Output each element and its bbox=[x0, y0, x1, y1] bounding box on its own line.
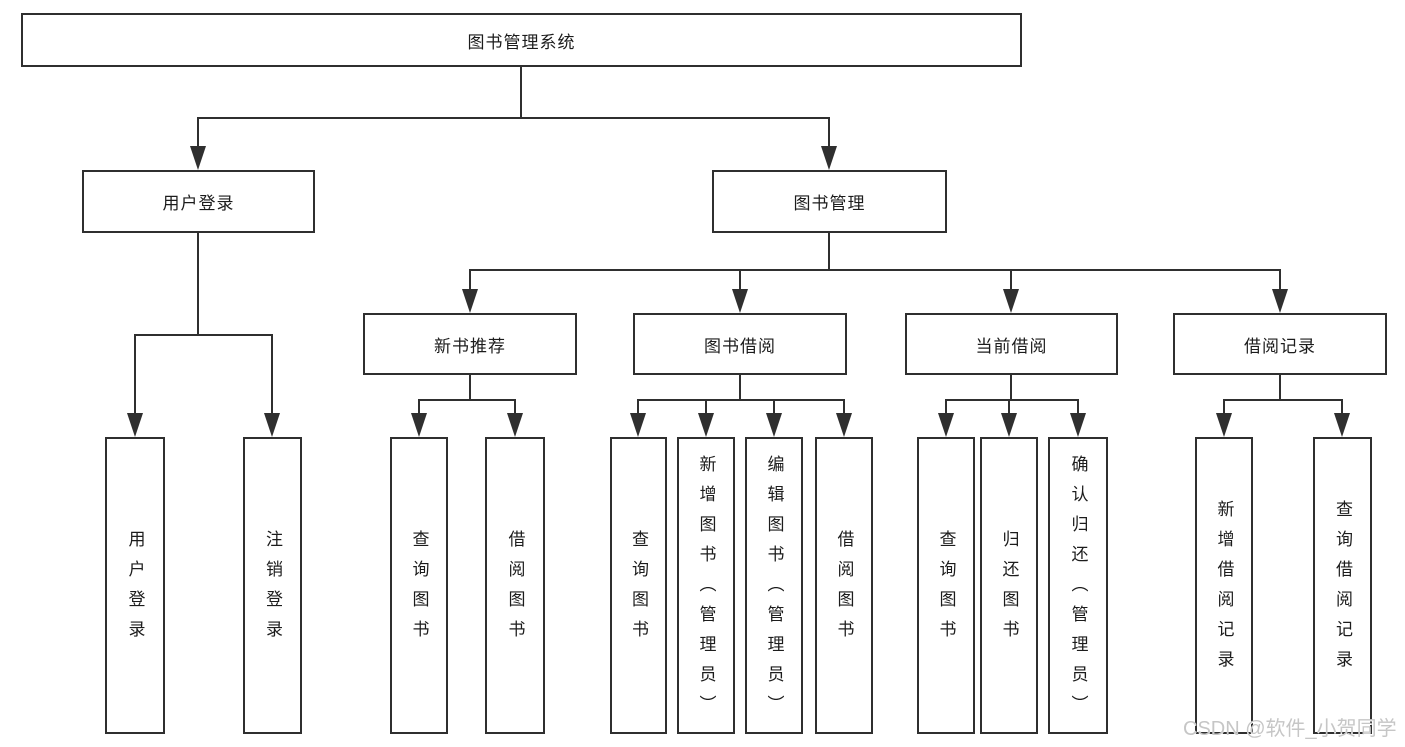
connector-current-borrow-bar bbox=[945, 399, 1079, 401]
connector-stem-leaf bbox=[134, 335, 136, 431]
leaf-edit-books-admin-box: 编辑图书（管理员） bbox=[745, 437, 803, 734]
connector-arrowhead bbox=[821, 146, 837, 170]
connector-new-book-bar bbox=[418, 399, 516, 401]
node-book-borrow-label: 图书借阅 bbox=[704, 336, 776, 356]
connector-new-book-stem bbox=[469, 375, 471, 400]
node-book-management-box: 图书管理 bbox=[712, 170, 947, 233]
node-borrow-records-box: 借阅记录 bbox=[1173, 313, 1387, 375]
connector-arrowhead bbox=[698, 413, 714, 437]
connector-current-borrow-stem bbox=[1010, 375, 1012, 400]
connector-arrowhead bbox=[190, 146, 206, 170]
leaf-query-borrow-record-box: 查询借阅记录 bbox=[1313, 437, 1372, 734]
leaf-user-login-box: 用户登录 bbox=[105, 437, 165, 734]
connector-stem-user-login bbox=[197, 118, 199, 164]
leaf-user-login-label: 用户登录 bbox=[125, 529, 145, 650]
leaf-borrow-books-1-label: 借阅图书 bbox=[505, 529, 525, 650]
connector-book-borrow-bar bbox=[637, 399, 845, 401]
connector-arrowhead bbox=[1216, 413, 1232, 437]
node-current-borrow-label: 当前借阅 bbox=[975, 336, 1048, 356]
leaf-query-borrow-record-label: 查询借阅记录 bbox=[1333, 499, 1352, 680]
connector-book-management-bar bbox=[469, 269, 1281, 271]
connector-book-management-stem bbox=[828, 233, 830, 270]
node-current-borrow-box: 当前借阅 bbox=[905, 313, 1118, 375]
connector-arrowhead bbox=[938, 413, 954, 437]
node-user-login-label: 用户登录 bbox=[162, 194, 235, 213]
connector-arrowhead bbox=[1003, 289, 1019, 313]
leaf-add-books-admin-box: 新增图书（管理员） bbox=[677, 437, 735, 734]
connector-arrowhead bbox=[127, 413, 143, 437]
connector-stem-book-management bbox=[828, 118, 830, 164]
connector-arrowhead bbox=[1272, 289, 1288, 313]
connector-book-borrow-stem bbox=[739, 375, 741, 400]
leaf-borrow-books-2-label: 借阅图书 bbox=[834, 529, 854, 650]
leaf-query-books-1-box: 查询图书 bbox=[390, 437, 448, 734]
leaf-return-books-label: 归还图书 bbox=[999, 529, 1019, 650]
connector-arrowhead bbox=[836, 413, 852, 437]
connector-arrowhead bbox=[1001, 413, 1017, 437]
leaf-add-borrow-record-label: 新增借阅记录 bbox=[1214, 499, 1234, 680]
connector-arrowhead bbox=[1070, 413, 1086, 437]
connector-borrow-records-stem bbox=[1279, 375, 1281, 400]
leaf-query-books-2-box: 查询图书 bbox=[610, 437, 667, 734]
leaf-borrow-books-1-box: 借阅图书 bbox=[485, 437, 545, 734]
csdn-watermark: CSDN @软件_小贺同学 bbox=[1183, 718, 1397, 740]
leaf-add-books-admin-label: 新增图书（管理员） bbox=[696, 454, 716, 725]
connector-root-stem bbox=[520, 67, 522, 118]
leaf-return-books-box: 归还图书 bbox=[980, 437, 1038, 734]
leaf-borrow-books-2-box: 借阅图书 bbox=[815, 437, 873, 734]
leaf-logout-label: 注销登录 bbox=[263, 529, 282, 650]
leaf-logout-box: 注销登录 bbox=[243, 437, 302, 734]
connector-stem-leaf bbox=[271, 335, 273, 431]
leaf-edit-books-admin-label: 编辑图书（管理员） bbox=[764, 454, 784, 725]
leaf-query-books-1-label: 查询图书 bbox=[409, 529, 429, 650]
node-user-login-box: 用户登录 bbox=[82, 170, 315, 233]
connector-root-bar bbox=[197, 117, 830, 119]
connector-user-login-bar bbox=[134, 334, 273, 336]
connector-arrowhead bbox=[630, 413, 646, 437]
node-book-management-label: 图书管理 bbox=[793, 194, 866, 213]
connector-arrowhead bbox=[732, 289, 748, 313]
leaf-confirm-return-admin-label: 确认归还（管理员） bbox=[1068, 454, 1088, 725]
connector-borrow-records-bar bbox=[1223, 399, 1343, 401]
connector-user-login-stem bbox=[197, 233, 199, 335]
connector-arrowhead bbox=[1334, 413, 1350, 437]
node-borrow-records-label: 借阅记录 bbox=[1244, 336, 1316, 356]
root-box-library-system: 图书管理系统 bbox=[21, 13, 1022, 67]
connector-arrowhead bbox=[411, 413, 427, 437]
node-book-borrow-box: 图书借阅 bbox=[633, 313, 847, 375]
node-new-book-recommend-label: 新书推荐 bbox=[434, 336, 506, 356]
leaf-query-books-3-box: 查询图书 bbox=[917, 437, 975, 734]
leaf-confirm-return-admin-box: 确认归还（管理员） bbox=[1048, 437, 1108, 734]
leaf-query-books-3-label: 查询图书 bbox=[936, 529, 956, 650]
node-new-book-recommend-box: 新书推荐 bbox=[363, 313, 577, 375]
connector-arrowhead bbox=[264, 413, 280, 437]
root-label: 图书管理系统 bbox=[467, 32, 576, 52]
leaf-query-books-2-label: 查询图书 bbox=[629, 529, 648, 650]
leaf-add-borrow-record-box: 新增借阅记录 bbox=[1195, 437, 1253, 734]
connector-arrowhead bbox=[766, 413, 782, 437]
connector-arrowhead bbox=[462, 289, 478, 313]
connector-arrowhead bbox=[507, 413, 523, 437]
